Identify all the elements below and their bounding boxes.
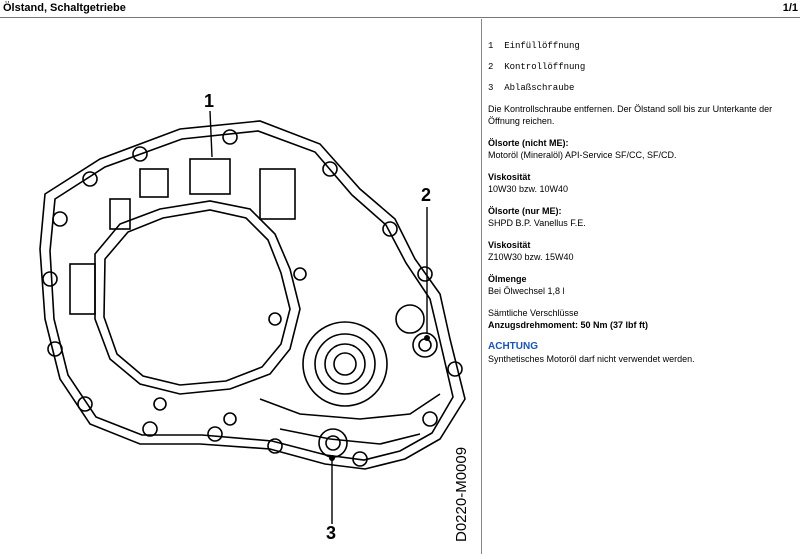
- instruction-text: Die Kontrollschraube entfernen. Der Ölst…: [488, 104, 773, 126]
- spec-value: Motoröl (Mineralöl) API-Service SF/CC, S…: [488, 150, 677, 160]
- spec-viscosity-1: Viskosität 10W30 bzw. 10W40: [488, 171, 796, 195]
- page-title: Ölstand, Schaltgetriebe: [3, 2, 126, 14]
- warning-text: Synthetisches Motoröl darf nicht verwend…: [488, 354, 695, 364]
- spec-viscosity-2: Viskosität Z10W30 bzw. 15W40: [488, 239, 796, 263]
- callout-3: 3: [326, 523, 336, 543]
- gearbox-diagram: 1 2 3 D0220-M0009: [0, 19, 480, 554]
- legend-item-2: 2 Kontrollöffnung: [488, 62, 586, 72]
- gearbox-drawing: 1 2 3 D0220-M0009: [39, 91, 470, 543]
- page-number: 1/1: [782, 2, 798, 14]
- figure-code: D0220-M0009: [453, 447, 470, 542]
- title-bar: Ölstand, Schaltgetriebe 1/1: [0, 0, 800, 18]
- callout-2: 2: [421, 185, 431, 205]
- torque-value: Anzugsdrehmoment: 50 Nm (37 lbf ft): [488, 320, 649, 330]
- spec-value: SHPD B.P. Vanellus F.E.: [488, 218, 586, 228]
- closures-label: Sämtliche Verschlüsse: [488, 308, 579, 318]
- info-panel: 1 Einfüllöffnung 2 Kontrollöffnung 3 Abl…: [488, 40, 796, 365]
- legend-item-1: 1 Einfüllöffnung: [488, 41, 580, 51]
- spec-label: Viskosität: [488, 172, 531, 182]
- spec-label: Ölsorte (nicht ME):: [488, 138, 569, 148]
- legend-item-3: 3 Ablaßschraube: [488, 83, 575, 93]
- spec-value: Bei Ölwechsel 1,8 l: [488, 286, 565, 296]
- spec-label: Viskosität: [488, 240, 531, 250]
- spec-value: Z10W30 bzw. 15W40: [488, 252, 574, 262]
- spec-oil-quantity: Ölmenge Bei Ölwechsel 1,8 l: [488, 273, 796, 297]
- callout-1: 1: [204, 91, 214, 111]
- spec-label: Ölsorte (nur ME):: [488, 206, 562, 216]
- spec-oil-type-non-me: Ölsorte (nicht ME): Motoröl (Mineralöl) …: [488, 137, 796, 161]
- spec-oil-type-me: Ölsorte (nur ME): SHPD B.P. Vanellus F.E…: [488, 205, 796, 229]
- column-divider: [481, 19, 482, 554]
- closures-section: Sämtliche Verschlüsse Anzugsdrehmoment: …: [488, 307, 796, 331]
- spec-value: 10W30 bzw. 10W40: [488, 184, 569, 194]
- spec-label: Ölmenge: [488, 274, 527, 284]
- warning-heading: ACHTUNG: [488, 341, 538, 352]
